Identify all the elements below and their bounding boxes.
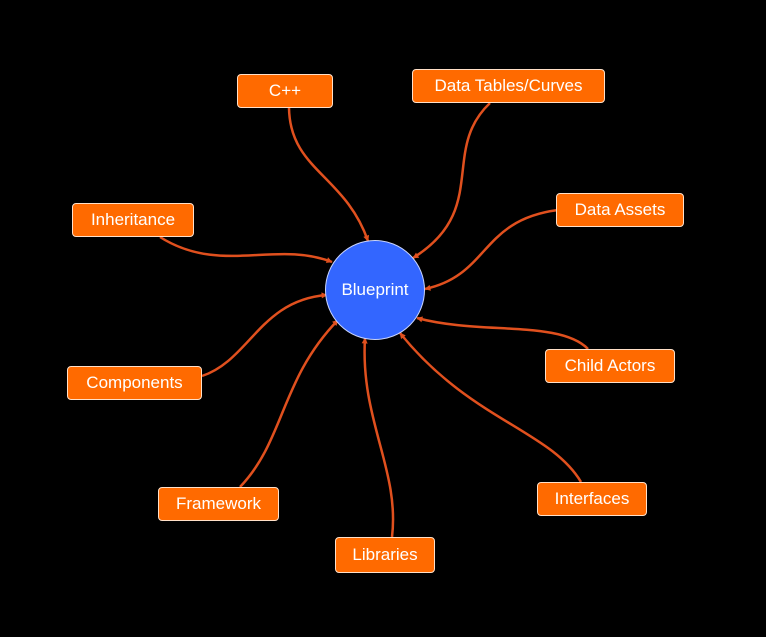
components-node-label: Components	[86, 373, 183, 392]
child-actors-node-label: Child Actors	[564, 356, 656, 375]
data-tables-curves-node-label: Data Tables/Curves	[434, 76, 583, 95]
interfaces-node-label: Interfaces	[554, 489, 630, 508]
edge-inheritance	[159, 235, 333, 264]
libraries-node[interactable]: Libraries	[335, 537, 435, 573]
data-tables-curves-node[interactable]: Data Tables/Curves	[412, 69, 605, 103]
child-actors-node[interactable]: Child Actors	[545, 349, 675, 383]
interfaces-node[interactable]: Interfaces	[537, 482, 647, 516]
inheritance-node-label: Inheritance	[90, 210, 176, 229]
edge-cpp	[287, 107, 370, 242]
blueprint-node-label: Blueprint	[341, 280, 409, 299]
edge-child-actors	[416, 316, 589, 350]
components-node[interactable]: Components	[67, 366, 202, 400]
edge-libraries	[361, 337, 395, 538]
framework-node-label: Framework	[175, 494, 261, 513]
data-assets-node[interactable]: Data Assets	[556, 193, 684, 227]
inheritance-node[interactable]: Inheritance	[72, 203, 194, 237]
data-assets-node-label: Data Assets	[574, 200, 666, 219]
blueprint-node[interactable]: Blueprint	[325, 240, 425, 340]
cpp-node-label: C++	[268, 81, 302, 100]
edge-interfaces	[399, 332, 583, 483]
edge-data-assets	[424, 208, 559, 291]
edge-framework	[239, 319, 339, 488]
edge-data-tables	[412, 102, 491, 260]
libraries-node-label: Libraries	[352, 545, 418, 564]
framework-node[interactable]: Framework	[158, 487, 279, 521]
cpp-node[interactable]: C++	[237, 74, 333, 108]
edge-components	[201, 292, 328, 378]
